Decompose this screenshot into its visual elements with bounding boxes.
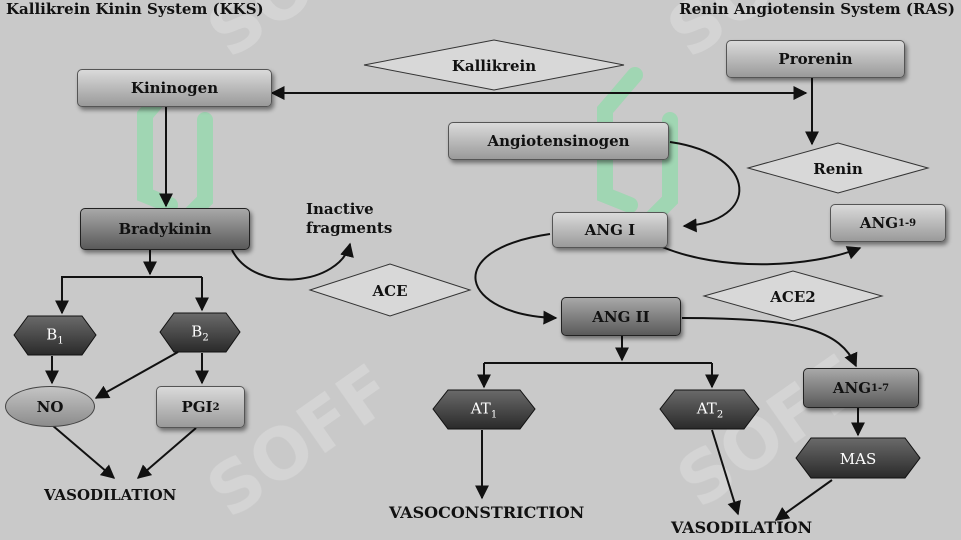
arrow-ang1-ang2 <box>474 233 558 325</box>
no-oval: NO <box>5 386 95 427</box>
vasoconstriction-label: VASOCONSTRICTION <box>389 503 585 522</box>
watermark-text-4: SOFF <box>663 339 878 524</box>
arrow-split-b1 <box>61 276 202 278</box>
arrow-bradykinin-fragments <box>231 242 354 281</box>
ang17-main: ANG <box>832 379 872 397</box>
ras-title: Renin Angiotensin System (RAS) <box>679 0 955 18</box>
at1-sub: 1 <box>490 409 498 421</box>
arrow-at2-vasodilation <box>711 429 741 516</box>
at2-main: AT <box>696 399 717 418</box>
ang1-box: ANG I <box>552 212 668 248</box>
kallikrein-diamond <box>363 39 625 91</box>
b1-main: B <box>46 325 58 344</box>
mas-label: MAS <box>839 450 877 468</box>
arrow-b2-no <box>94 351 179 399</box>
at1-label: AT1 <box>471 400 497 421</box>
arrow-ang2-ang17 <box>681 317 858 368</box>
kks-title: Kallikrein Kinin System (KKS) <box>6 0 264 18</box>
pgi2-sub: 2 <box>212 401 220 413</box>
ang17-sub: 1-7 <box>871 382 890 394</box>
arrow-no-vasodilation <box>51 424 116 479</box>
renin-diamond <box>746 142 930 194</box>
angiotensinogen-box: Angiotensinogen <box>448 122 669 160</box>
at2-sub: 2 <box>716 409 724 421</box>
inactive-fragments-label: Inactive fragments <box>306 200 393 237</box>
b1-hexagon <box>13 315 97 356</box>
at1-main: AT <box>470 399 491 418</box>
pgi2-main: PGI <box>181 398 213 416</box>
arrow-mas-vasodilation <box>774 479 833 521</box>
ace2-label: ACE2 <box>770 288 816 306</box>
prorenin-box: Prorenin <box>726 40 905 78</box>
arrow-pgi2-vasodilation <box>136 427 197 479</box>
b2-sub: 2 <box>202 332 209 344</box>
watermark-text-3: SOFF <box>193 349 408 534</box>
ang19-main: ANG <box>859 214 899 232</box>
at2-label: AT2 <box>697 400 723 421</box>
kininogen-box: Kininogen <box>77 69 272 107</box>
ang2-box: ANG II <box>561 297 681 336</box>
b1-label: B1 <box>46 326 63 347</box>
at1-hexagon <box>432 389 536 430</box>
b2-main: B <box>191 322 203 341</box>
kallikrein-label: Kallikrein <box>451 57 537 75</box>
renin-label: Renin <box>813 160 863 178</box>
bradykinin-box: Bradykinin <box>80 208 250 250</box>
ang19-sub: 1-9 <box>898 217 917 229</box>
ace-label: ACE <box>372 282 408 300</box>
b2-hexagon <box>159 312 241 353</box>
arrow-angiotensinogen-ang1 <box>669 141 741 233</box>
ace-diamond <box>308 263 472 317</box>
at2-hexagon <box>659 389 760 430</box>
mas-hexagon <box>795 437 921 479</box>
vasodilation-right-label: VASODILATION <box>671 518 813 537</box>
ace2-diamond <box>702 270 884 322</box>
vasodilation-left-label: VASODILATION <box>44 486 177 504</box>
b2-label: B2 <box>191 323 208 344</box>
arrow-ang1-ang19 <box>659 245 862 266</box>
b1-sub: 1 <box>57 335 64 347</box>
